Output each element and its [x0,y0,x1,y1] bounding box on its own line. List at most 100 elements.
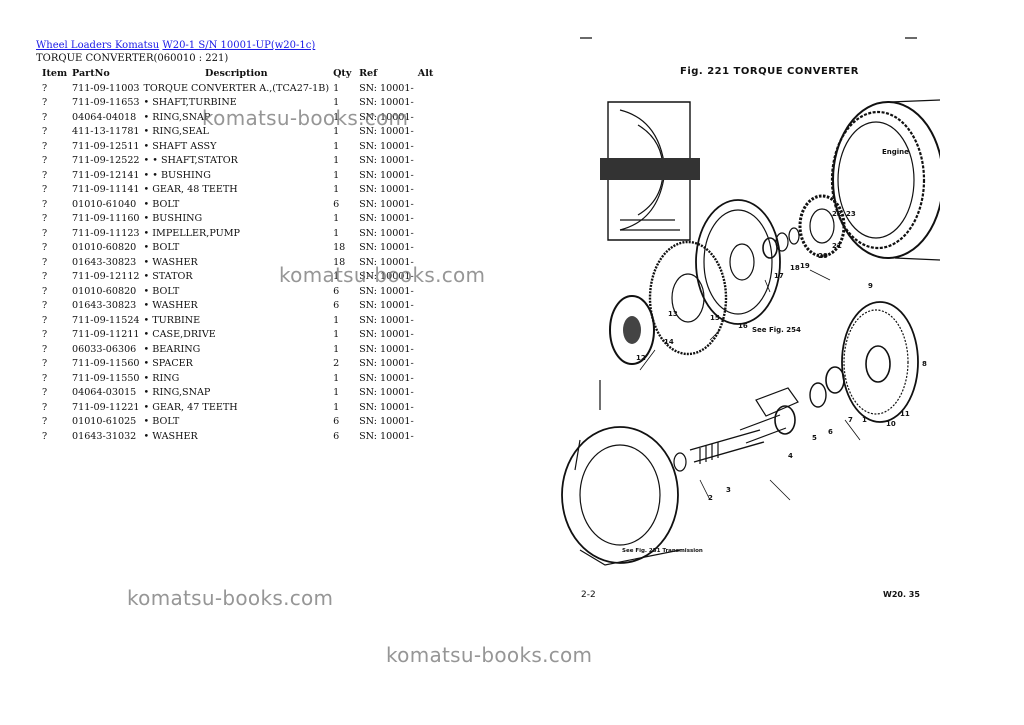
cell-ref: SN: 10001- [359,213,414,225]
cell-item: ? [42,329,48,341]
cell-description: • TURBINE [143,314,201,326]
cell-item: ? [42,169,48,181]
cell-ref: SN: 10001- [359,256,414,268]
cell-alt [416,226,440,241]
cell-qty: 1 [333,140,340,152]
cell-description: • SPACER [143,358,193,370]
cell-ref: SN: 10001- [359,198,414,210]
cell-qty: 6 [333,300,340,312]
breadcrumb-link-model[interactable]: W20-1 S/N 10001-UP(w20-1c) [162,40,316,51]
callout-number: 18 [790,264,800,272]
cell-item: ? [42,198,48,210]
callout-number: 14 [664,338,674,346]
cell-description: • BUSHING [143,213,203,225]
cell-qty: 1 [333,227,340,239]
cell-partno: 711-09-11211 [72,329,140,341]
callout-number: 8 [922,360,927,368]
page-number: 2-2 [581,590,596,600]
cell-description: • BOLT [143,198,180,210]
header-alt: Alt [417,68,434,79]
breadcrumb-link-wheel-loaders[interactable]: Wheel Loaders Komatsu [36,40,160,51]
cell-ref: SN: 10001- [359,97,414,109]
cell-ref: SN: 10001- [359,387,414,399]
cell-partno: 711-09-12141 [72,169,140,181]
cell-alt [416,110,440,125]
cell-ref: SN: 10001- [359,140,414,152]
callout-number: 21 [832,242,842,250]
cell-description: • WASHER [143,300,198,312]
cell-qty: 1 [333,329,340,341]
cell-item: ? [42,126,48,138]
cell-qty: 1 [333,169,340,181]
cell-description: • • BUSHING [143,169,211,181]
cell-partno: 04064-04018 [72,111,137,123]
cell-item: ? [42,155,48,167]
header-item: Item [42,68,68,79]
cell-alt [416,400,440,415]
cell-partno: 711-09-12511 [72,140,140,152]
cell-item: ? [42,372,48,384]
callout-number: 2 [708,494,713,502]
cell-ref: SN: 10001- [359,155,414,167]
cell-item: ? [42,256,48,268]
cell-qty: 1 [333,401,340,413]
cell-ref: SN: 10001- [359,358,414,370]
callout-number: 12 [636,354,646,362]
callout-number: 3 [726,486,731,494]
section-title: TORQUE CONVERTER(060010 : 221) [36,53,229,64]
cell-description: • RING,SNAP [143,387,211,399]
table-row: ? 711-09-12141• • BUSHING 1 SN: 10001- [36,168,440,183]
cell-alt [416,241,440,256]
cell-alt [416,429,440,444]
cell-alt [416,154,440,169]
callout-number: 17 [774,272,784,280]
callout-number: 15 [710,314,720,322]
cell-description: • RING,SEAL [143,126,209,138]
cell-alt [416,357,440,372]
breadcrumb: Wheel Loaders Komatsu W20-1 S/N 10001-UP… [36,40,315,51]
cell-partno: 01010-60820 [72,285,137,297]
header-qty: Qty [333,68,352,79]
watermark: komatsu-books.com [202,106,409,130]
cell-description: • BOLT [143,285,180,297]
cell-alt [416,328,440,343]
cell-ref: SN: 10001- [359,416,414,428]
cell-alt [416,299,440,314]
callout-number: 13 [668,310,678,318]
cell-alt [416,96,440,111]
cell-item: ? [42,358,48,370]
callout-number: 7 [848,416,853,424]
cell-partno: 01643-31032 [72,430,137,442]
header-partno: PartNo [72,68,110,79]
cell-qty: 6 [333,416,340,428]
cell-ref: SN: 10001- [359,169,414,181]
cell-ref: SN: 10001- [359,343,414,355]
callout-number: 6 [828,428,833,436]
callout-number: 11 [900,410,910,418]
model-number: W20. 35 [883,590,920,599]
cell-description: • SHAFT,TURBINE [143,97,237,109]
cell-description: • BEARING [143,343,201,355]
cell-alt [416,212,440,227]
cell-description: • CASE,DRIVE [143,329,216,341]
cell-alt [416,313,440,328]
cell-qty: 1 [333,126,340,138]
cell-partno: 06033-06306 [72,343,137,355]
cell-ref: SN: 10001- [359,372,414,384]
cell-qty: 2 [333,358,340,370]
cell-description: • BOLT [143,416,180,428]
